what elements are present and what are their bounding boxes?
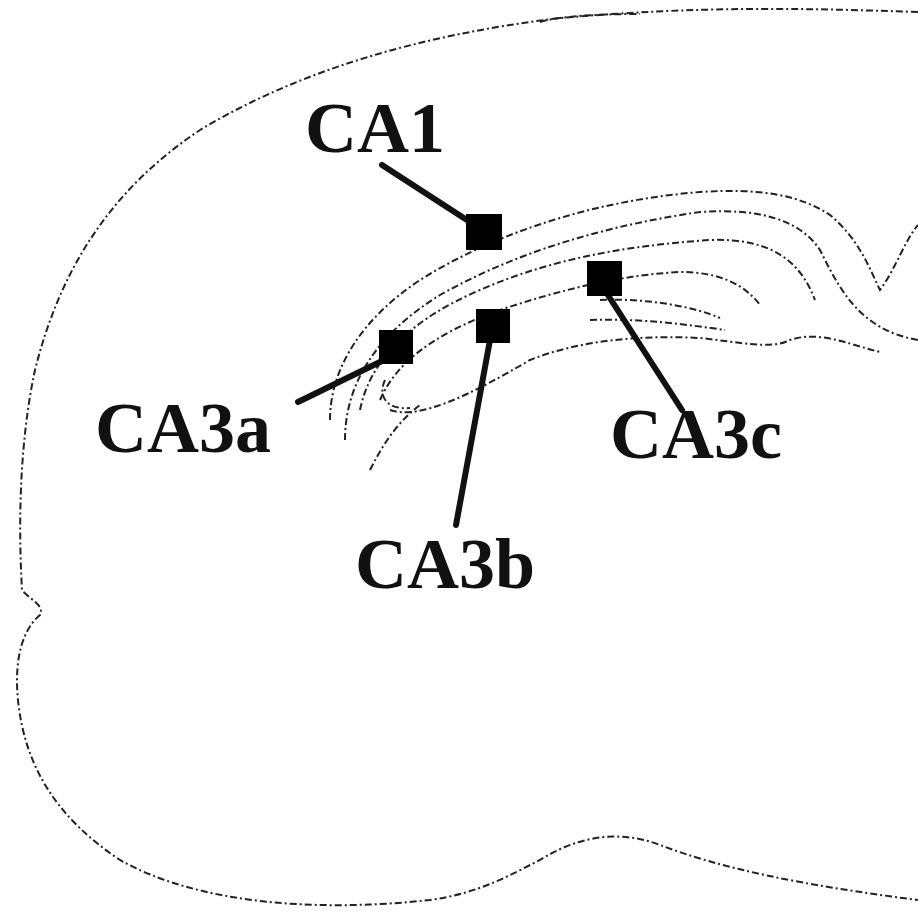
brain-outline [17,9,918,905]
ca3-curve [382,380,410,408]
recording-site [587,261,622,296]
recording-site [466,214,502,250]
recording-site [476,309,510,343]
leader-line [298,360,384,402]
region-label: CA3a [95,392,271,464]
leader-line [456,340,490,525]
region-label: CA1 [305,92,445,164]
region-label: CA3c [610,398,782,470]
ventral-tail [370,405,420,470]
recording-site [379,330,413,364]
hippocampus-inner [360,240,815,410]
region-label: CA3b [355,528,535,600]
leader-line [382,165,470,222]
dentate-upper [380,272,760,400]
top-notch [540,14,640,22]
leader-line [606,292,682,410]
dentate-gyrus [590,300,725,330]
